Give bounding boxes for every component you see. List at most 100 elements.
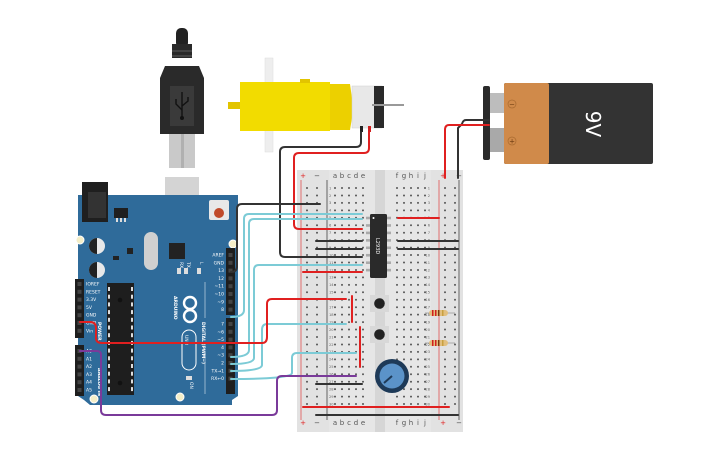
- breadboard-hole[interactable]: [396, 313, 398, 316]
- rail-hole[interactable]: [306, 194, 308, 197]
- breadboard-hole[interactable]: [348, 388, 350, 391]
- header-pin[interactable]: [228, 337, 233, 342]
- breadboard-hole[interactable]: [410, 328, 412, 331]
- rail-hole[interactable]: [454, 373, 456, 376]
- breadboard-hole[interactable]: [396, 209, 398, 212]
- rail-hole[interactable]: [454, 365, 456, 368]
- header-pin[interactable]: [77, 364, 82, 369]
- breadboard-hole[interactable]: [417, 306, 419, 309]
- breadboard-hole[interactable]: [348, 276, 350, 279]
- breadboard-hole[interactable]: [424, 254, 426, 257]
- breadboard-hole[interactable]: [417, 358, 419, 361]
- breadboard-hole[interactable]: [355, 328, 357, 331]
- breadboard-hole[interactable]: [410, 291, 412, 294]
- breadboard-hole[interactable]: [334, 187, 336, 189]
- rail-hole[interactable]: [444, 261, 446, 264]
- breadboard-hole[interactable]: [417, 403, 419, 406]
- usb-cable[interactable]: [160, 28, 204, 217]
- breadboard-hole[interactable]: [396, 336, 398, 338]
- breadboard-hole[interactable]: [424, 201, 426, 204]
- breadboard-hole[interactable]: [362, 388, 364, 391]
- rail-hole[interactable]: [316, 261, 318, 264]
- reset-button[interactable]: [214, 208, 224, 218]
- rail-hole[interactable]: [444, 321, 446, 324]
- rail-hole[interactable]: [444, 187, 446, 189]
- breadboard-hole[interactable]: [334, 291, 336, 294]
- rail-hole[interactable]: [316, 365, 318, 368]
- header-pin[interactable]: [77, 356, 82, 361]
- rail-hole[interactable]: [444, 306, 446, 309]
- breadboard-hole[interactable]: [396, 201, 398, 204]
- breadboard-hole[interactable]: [396, 306, 398, 309]
- breadboard-hole[interactable]: [334, 388, 336, 391]
- rail-hole[interactable]: [444, 380, 446, 383]
- resistor-1[interactable]: [425, 310, 455, 316]
- breadboard-hole[interactable]: [424, 261, 426, 264]
- breadboard-hole[interactable]: [334, 194, 336, 197]
- rail-hole[interactable]: [454, 268, 456, 271]
- rail-hole[interactable]: [454, 216, 456, 219]
- rail-hole[interactable]: [454, 343, 456, 346]
- breadboard-hole[interactable]: [410, 380, 412, 383]
- breadboard-hole[interactable]: [341, 343, 343, 346]
- breadboard-hole[interactable]: [348, 313, 350, 316]
- breadboard-hole[interactable]: [396, 194, 398, 197]
- breadboard-hole[interactable]: [334, 283, 336, 286]
- rail-hole[interactable]: [454, 380, 456, 383]
- rail-hole[interactable]: [306, 358, 308, 361]
- breadboard-hole[interactable]: [362, 291, 364, 294]
- rail-hole[interactable]: [454, 187, 456, 189]
- breadboard-hole[interactable]: [334, 231, 336, 234]
- breadboard-hole[interactable]: [417, 268, 419, 271]
- breadboard-hole[interactable]: [396, 403, 398, 406]
- rail-hole[interactable]: [306, 306, 308, 309]
- rail-hole[interactable]: [306, 231, 308, 234]
- breadboard-hole[interactable]: [348, 209, 350, 212]
- breadboard-hole[interactable]: [355, 201, 357, 204]
- breadboard-hole[interactable]: [362, 380, 364, 383]
- breadboard-hole[interactable]: [396, 298, 398, 301]
- breadboard-hole[interactable]: [341, 254, 343, 257]
- rail-hole[interactable]: [444, 350, 446, 353]
- breadboard-hole[interactable]: [355, 306, 357, 309]
- wire-pin4[interactable]: [230, 218, 363, 358]
- rail-hole[interactable]: [306, 321, 308, 324]
- breadboard-hole[interactable]: [403, 350, 405, 353]
- breadboard-hole[interactable]: [417, 201, 419, 204]
- breadboard-hole[interactable]: [417, 291, 419, 294]
- rail-hole[interactable]: [306, 261, 308, 264]
- breadboard-hole[interactable]: [341, 395, 343, 398]
- resistor-2[interactable]: [425, 340, 455, 346]
- breadboard-hole[interactable]: [410, 298, 412, 301]
- breadboard-hole[interactable]: [417, 261, 419, 264]
- breadboard-hole[interactable]: [410, 313, 412, 316]
- breadboard-hole[interactable]: [403, 261, 405, 264]
- breadboard-hole[interactable]: [341, 209, 343, 212]
- rail-hole[interactable]: [444, 268, 446, 271]
- breadboard-hole[interactable]: [417, 254, 419, 257]
- breadboard-hole[interactable]: [396, 231, 398, 234]
- breadboard-hole[interactable]: [424, 283, 426, 286]
- breadboard-hole[interactable]: [348, 268, 350, 271]
- breadboard-hole[interactable]: [424, 194, 426, 197]
- breadboard-hole[interactable]: [355, 261, 357, 264]
- breadboard-hole[interactable]: [348, 261, 350, 264]
- breadboard-hole[interactable]: [341, 224, 343, 227]
- breadboard-hole[interactable]: [403, 336, 405, 338]
- breadboard-hole[interactable]: [341, 313, 343, 316]
- breadboard-hole[interactable]: [334, 403, 336, 406]
- header-pin[interactable]: [228, 361, 233, 365]
- breadboard-hole[interactable]: [403, 298, 405, 301]
- breadboard-hole[interactable]: [355, 358, 357, 361]
- rail-hole[interactable]: [306, 224, 308, 227]
- breadboard-hole[interactable]: [424, 187, 426, 189]
- breadboard-hole[interactable]: [417, 373, 419, 376]
- wire-pin9[interactable]: [230, 213, 363, 318]
- breadboard-hole[interactable]: [348, 358, 350, 361]
- breadboard-hole[interactable]: [417, 395, 419, 398]
- rail-hole[interactable]: [306, 268, 308, 271]
- breadboard-hole[interactable]: [396, 283, 398, 286]
- breadboard-hole[interactable]: [403, 388, 405, 391]
- rail-hole[interactable]: [444, 365, 446, 368]
- breadboard-hole[interactable]: [424, 350, 426, 353]
